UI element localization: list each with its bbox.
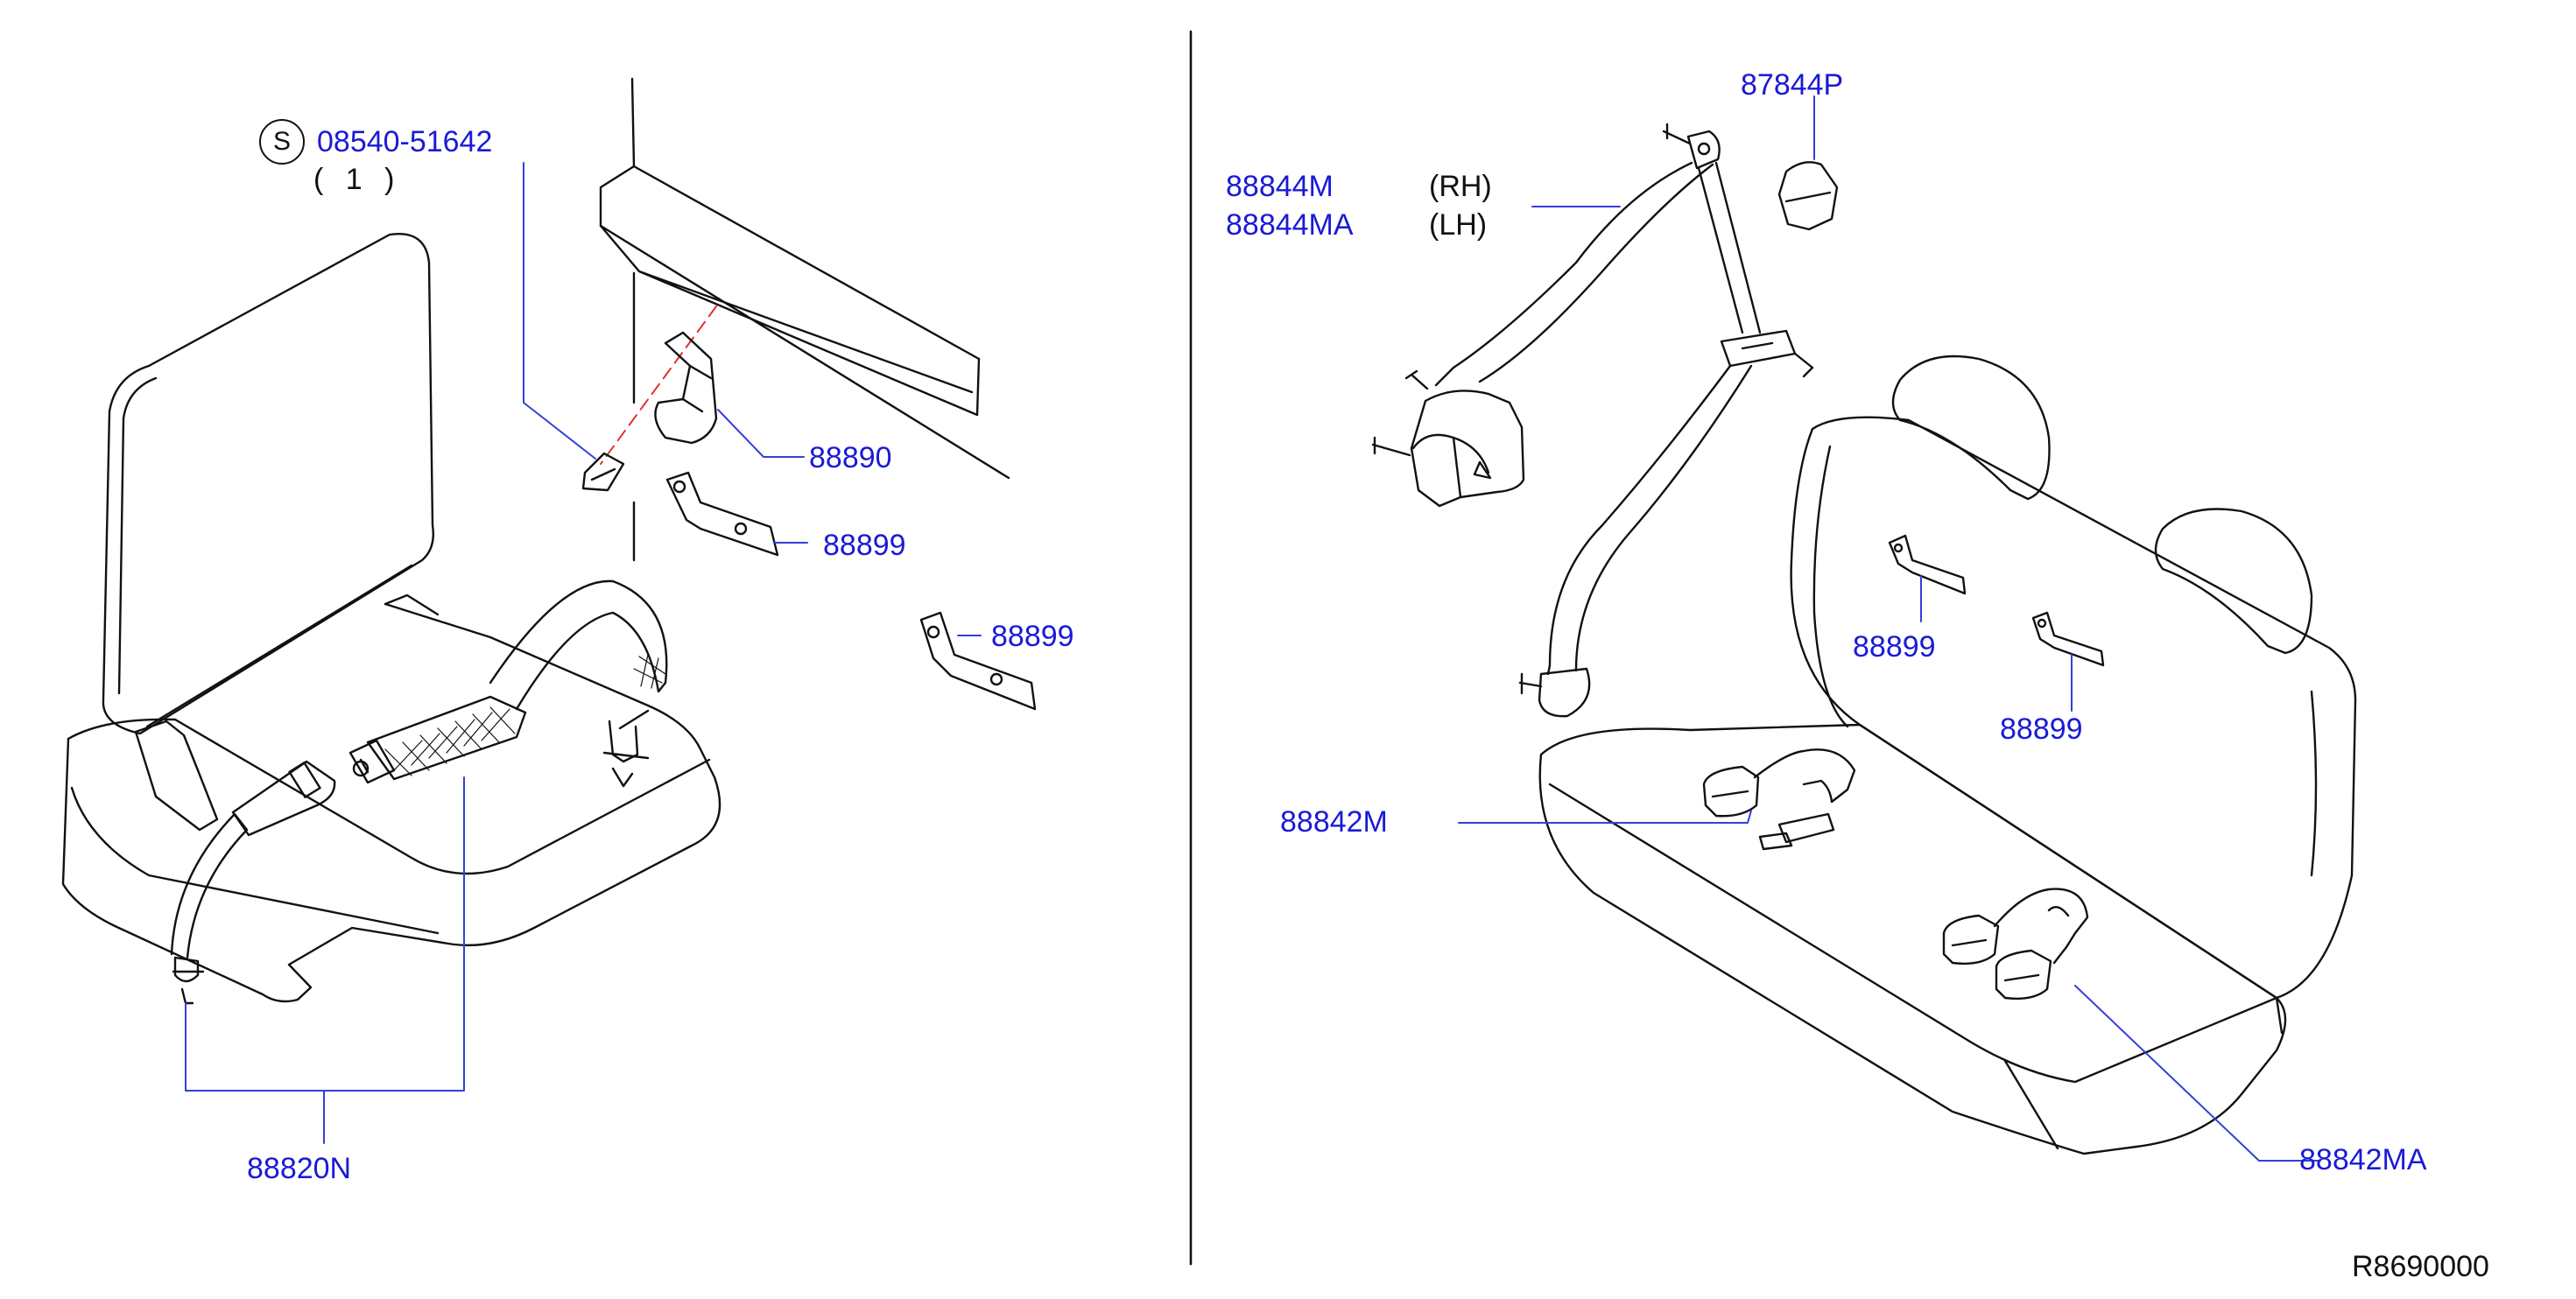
bench-back bbox=[1790, 416, 2357, 1000]
retractor-bolts bbox=[1371, 369, 1429, 457]
front-seat-illustration bbox=[61, 233, 721, 1003]
shoulder-belt-illustration bbox=[1371, 123, 1814, 718]
part-number-retractor-rh[interactable]: 88844M bbox=[1226, 170, 1334, 203]
rear-bracket-left bbox=[1888, 534, 1967, 595]
retractor-body bbox=[1410, 390, 1525, 508]
screw-quantity: ( 1 ) bbox=[313, 163, 402, 196]
part-number-buckle-pair[interactable]: 88842MA bbox=[2299, 1143, 2427, 1176]
lap-belt-webbing-mesh bbox=[384, 706, 516, 776]
rear-brackets bbox=[1888, 534, 2105, 667]
bracket-side-hole bbox=[926, 625, 940, 639]
pillar-illustration bbox=[581, 77, 1037, 711]
rear-bracket-left-hole bbox=[1893, 543, 1904, 553]
retractor-arrow bbox=[1473, 460, 1492, 480]
part-number-screw[interactable]: 08540-51642 bbox=[317, 125, 493, 158]
anchor-cover-inner bbox=[681, 364, 713, 413]
retractor-spool bbox=[1411, 433, 1490, 499]
seat-cushion bbox=[61, 602, 721, 1003]
lower-anchor bbox=[1518, 667, 1591, 718]
part-number-rear-bracket-left[interactable]: 88899 bbox=[1853, 630, 1936, 664]
bracket-upper bbox=[665, 471, 779, 557]
buckle-pair-strap bbox=[1993, 888, 2089, 965]
rear-bracket-right-hole bbox=[2037, 618, 2047, 628]
reference-code: R8690000 bbox=[2352, 1250, 2489, 1283]
part-number-bracket-side[interactable]: 88899 bbox=[991, 620, 1074, 653]
buckle-center-strap bbox=[1753, 748, 1856, 804]
leader-anchor-cover bbox=[717, 409, 805, 458]
upper-anchor-hole bbox=[1697, 142, 1711, 156]
headrest-right bbox=[2154, 508, 2313, 655]
seat-back-inner bbox=[117, 376, 413, 728]
seat-cushion-top bbox=[67, 718, 711, 875]
pillar-top bbox=[632, 165, 981, 361]
pillar-outline bbox=[599, 77, 1010, 480]
seat-side-shield bbox=[134, 720, 219, 832]
anchor-cover bbox=[654, 331, 718, 445]
center-line bbox=[600, 305, 717, 465]
shoulder-belt-strap bbox=[1434, 161, 1714, 387]
leader-screw bbox=[523, 162, 596, 460]
leader-lap-belt bbox=[185, 776, 465, 1144]
bench-side bbox=[2275, 996, 2284, 1035]
bench-cushion bbox=[1538, 723, 2287, 1155]
bracket-side bbox=[919, 611, 1037, 711]
latch-slot bbox=[288, 762, 321, 798]
rear-seat-illustration bbox=[1538, 355, 2357, 1155]
upper-anchor bbox=[1662, 123, 1721, 170]
rear-buckles bbox=[1702, 748, 2089, 1001]
part-number-rear-bracket-right[interactable]: 88899 bbox=[2000, 713, 2083, 746]
center-anchor bbox=[602, 709, 650, 788]
lap-belt-anchor-bolt bbox=[172, 956, 205, 1005]
part-number-retractor-lh[interactable]: 88844MA bbox=[1226, 208, 1354, 242]
d-ring-guide bbox=[1720, 329, 1814, 378]
buckle-pair-right bbox=[1995, 949, 2052, 1001]
bracket-upper-hole-2 bbox=[734, 522, 748, 536]
part-number-upper-cover[interactable]: 87844P bbox=[1741, 68, 1844, 102]
lap-belt-loop bbox=[489, 579, 668, 711]
rear-bracket-right bbox=[2031, 611, 2105, 667]
lap-belt-illustration bbox=[170, 579, 668, 1005]
pillar-inner bbox=[599, 224, 981, 417]
shoulder-belt-drop bbox=[1697, 161, 1762, 334]
part-number-buckle-center[interactable]: 88842M bbox=[1280, 805, 1388, 839]
lap-belt-latch bbox=[231, 760, 336, 837]
buckle-center-tongue bbox=[1758, 812, 1835, 851]
lap-belt-strap bbox=[170, 812, 249, 959]
seat-slot bbox=[384, 593, 440, 616]
part-number-lap-belt[interactable]: 88820N bbox=[247, 1152, 352, 1185]
seat-back bbox=[102, 233, 434, 735]
leader-buckle-center bbox=[1458, 810, 1752, 824]
part-number-anchor-cover[interactable]: 88890 bbox=[809, 441, 892, 474]
leader-lines-left bbox=[185, 162, 982, 1144]
bracket-upper-hole bbox=[672, 480, 686, 494]
lap-belt-loop-mesh bbox=[633, 654, 666, 689]
adjuster-hole bbox=[352, 760, 370, 777]
headrest-left bbox=[1891, 355, 2051, 501]
bench-cushion-front bbox=[1548, 783, 2278, 1150]
buckle-center bbox=[1702, 765, 1760, 818]
side-label-lh: (LH) bbox=[1429, 208, 1488, 242]
side-label-rh: (RH) bbox=[1429, 170, 1492, 203]
leader-buckle-pair bbox=[2074, 985, 2321, 1162]
lower-strap bbox=[1546, 364, 1753, 676]
standard-part-symbol: S bbox=[259, 119, 305, 165]
bench-back-inner bbox=[1812, 445, 2318, 877]
upper-anchor-cover bbox=[1777, 161, 1839, 231]
screw-illustration bbox=[581, 452, 625, 492]
buckle-pair-left bbox=[1942, 914, 2000, 965]
seat-cushion-front bbox=[70, 786, 440, 935]
bracket-side-hole-2 bbox=[989, 672, 1003, 686]
leader-lines-right bbox=[1458, 95, 2321, 1162]
part-number-bracket-upper[interactable]: 88899 bbox=[823, 529, 906, 562]
